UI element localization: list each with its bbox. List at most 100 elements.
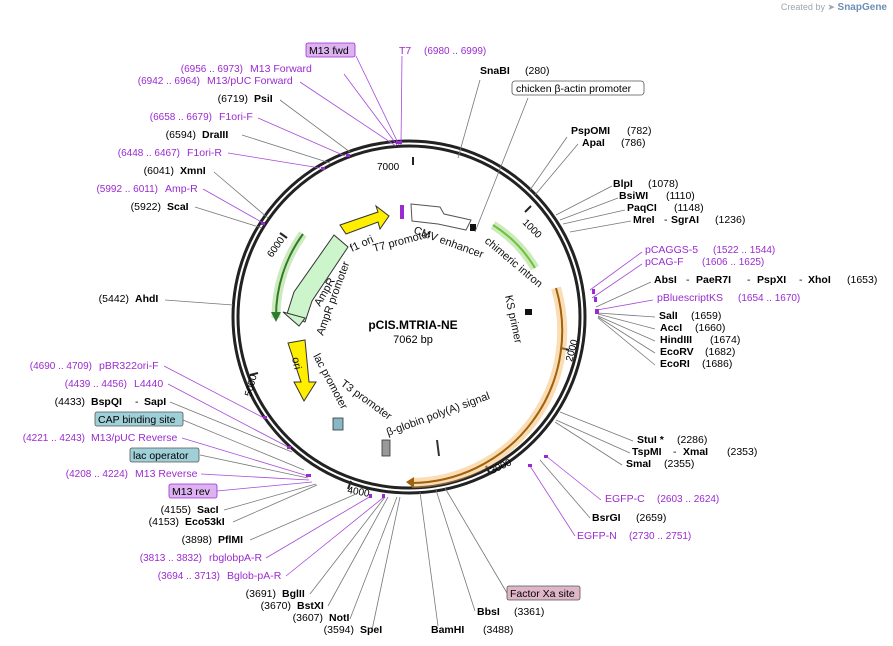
svg-text:-: - — [673, 446, 677, 458]
site-cap-name: CAP binding site — [98, 414, 176, 426]
site-m13forward-pos: (6956 .. 6973) — [181, 64, 243, 75]
site-acci-pos: (1660) — [695, 322, 725, 334]
site-sgrai-pos: (1236) — [715, 214, 745, 226]
site-bsrgi-name: BsrGI — [592, 512, 621, 524]
site-egfpn-name: EGFP-N — [577, 530, 617, 542]
site-m13fwd-name: M13 fwd — [309, 45, 349, 57]
primer-mark-bglob — [382, 494, 385, 498]
bamhi-leader — [419, 491, 439, 627]
f1orif-leader — [257, 117, 346, 157]
saci-leader — [223, 483, 317, 511]
site-ecori-name: EcoRI — [660, 358, 690, 370]
site-pbr322-name: pBR322ori-F — [99, 360, 159, 372]
site-bbsi-pos: (3361) — [514, 606, 544, 618]
noti-leader — [349, 496, 398, 620]
site-m13puc-forward-pos: (6942 .. 6964) — [138, 76, 200, 87]
apai-leader — [534, 143, 579, 196]
f1-ori-feature — [339, 204, 390, 235]
ampr-site-leader — [202, 188, 266, 225]
site-pflmi-name: PflMI — [218, 534, 243, 546]
site-sgrai-name: SgrAI — [671, 214, 699, 226]
egfp-arrowhead — [406, 477, 414, 488]
cmv-enhancer-feature — [410, 203, 472, 231]
m13reverse-leader — [200, 473, 310, 481]
bspqi-leader — [169, 401, 293, 453]
bsrgi-leader — [539, 459, 591, 519]
site-pcagf-name: pCAG-F — [645, 256, 684, 268]
site-bglii-pos: (3691) — [246, 588, 276, 600]
site-spei-pos: (3594) — [324, 624, 354, 636]
site-eco53ki-pos: (4153) — [149, 516, 179, 528]
ahdi-leader — [164, 299, 234, 306]
site-egfpc-pos: (2603 .. 2624) — [657, 494, 719, 505]
draiii-leader — [241, 134, 331, 164]
site-egfpn-pos: (2730 .. 2751) — [629, 531, 691, 542]
ks-primer-marker — [525, 309, 532, 315]
site-paqci-name: PaqCI — [627, 202, 657, 214]
paqci-leader — [562, 209, 626, 225]
site-ampr-pos: (5992 .. 6011) — [96, 184, 158, 195]
site-xmni-pos: (6041) — [144, 165, 174, 177]
site-xmai-pos: (2353) — [727, 446, 757, 458]
site-eco53ki-name: Eco53kI — [185, 516, 225, 528]
factor-xa-feature — [436, 439, 440, 457]
primer-mark-rbglob — [369, 494, 372, 498]
site-blpi-name: BlpI — [613, 178, 633, 190]
site-xhoi-name: XhoI — [808, 274, 831, 286]
t7-leader — [400, 55, 403, 146]
site-stui-pos: (2286) — [677, 434, 707, 446]
ks-primer-label: KS primer — [502, 294, 524, 345]
site-m13puc-reverse-name: M13/pUC Reverse — [91, 432, 178, 444]
site-t7-name: T7 — [399, 45, 411, 57]
chicken-actin-promoter-arc — [492, 224, 536, 269]
bsiwi-leader — [559, 197, 619, 221]
site-mrei-name: MreI — [633, 214, 655, 226]
f1orir-leader — [227, 152, 321, 169]
primer-mark-t7 — [396, 141, 402, 144]
site-bbsi-name: BbsI — [477, 606, 500, 618]
spei-leader — [371, 496, 401, 631]
site-snabi-name: SnaBI — [480, 65, 510, 77]
site-l4440-pos: (4439 .. 4456) — [65, 379, 127, 390]
site-lac-operator-name: lac operator — [133, 450, 189, 462]
site-noti-pos: (3607) — [293, 612, 323, 624]
lac-operator-leader — [199, 454, 309, 479]
site-f1orif-pos: (6658 .. 6679) — [150, 112, 212, 123]
tick-6000 — [279, 232, 288, 239]
m13forward-leader — [343, 73, 398, 146]
site-bglob-name: Bglob-pA-R — [227, 570, 282, 582]
credit-brand: SnapGene — [837, 2, 887, 13]
site-draiii-pos: (6594) — [166, 129, 196, 141]
svg-text:-: - — [799, 274, 803, 286]
tick-label-4000: 4000 — [346, 485, 370, 500]
primer-mark-ampr — [261, 222, 265, 225]
m13fwd-leader — [355, 55, 400, 146]
hindiii-leader — [597, 315, 656, 342]
left-leaders — [163, 55, 403, 631]
primer-mark-pcaggs — [592, 289, 595, 294]
stui-leader — [559, 411, 634, 442]
primer-mark-pbluescript — [595, 309, 599, 314]
ampr-outer-arc — [274, 233, 304, 319]
svg-text:-: - — [135, 396, 139, 408]
mrei-leader — [569, 220, 632, 233]
backbone-outer-ring — [231, 139, 587, 495]
site-blpi-pos: (1078) — [648, 178, 678, 190]
site-pbluescript-name: pBluescriptKS — [657, 292, 723, 304]
credit-prefix: Created by — [780, 2, 825, 12]
site-ecorv-name: EcoRV — [660, 346, 694, 358]
site-ecori-pos: (1686) — [702, 358, 732, 370]
site-noti-name: NotI — [329, 612, 349, 624]
site-smai-name: SmaI — [626, 458, 651, 470]
cap-leader — [182, 419, 305, 471]
right-leaders — [419, 79, 656, 627]
site-psii-pos: (6719) — [218, 93, 248, 105]
site-pspomi-name: PspOMI — [571, 125, 610, 137]
site-m13puc-forward-name: M13/pUC Forward — [207, 75, 293, 87]
tick-label-1000: 1000 — [520, 217, 544, 241]
pbr322-leader — [163, 365, 265, 419]
bglob-leader — [285, 496, 385, 577]
site-pbr322-pos: (4690 .. 4709) — [30, 361, 92, 372]
site-f1orif-name: F1ori-F — [219, 111, 253, 123]
site-paer7i-name: PaeR7I — [696, 274, 731, 286]
